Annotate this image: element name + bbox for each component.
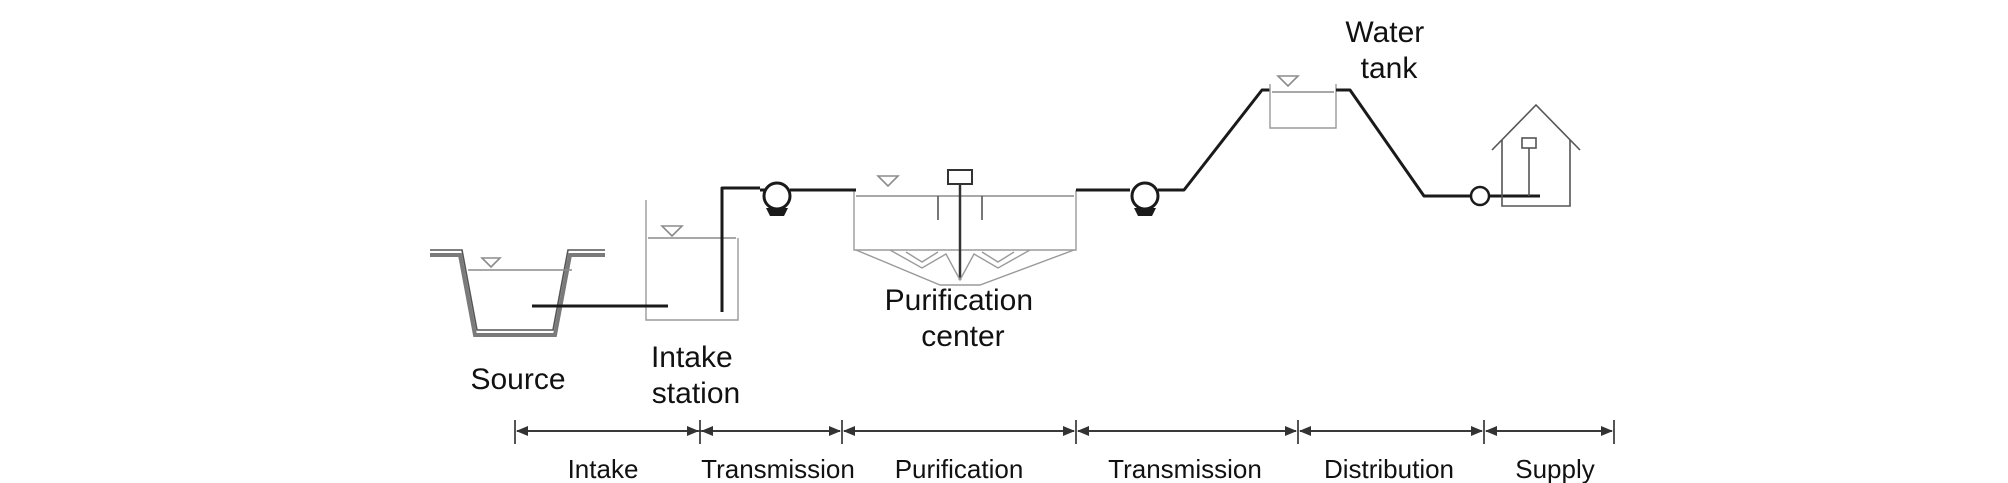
stage-label-intake: Intake xyxy=(568,454,639,483)
water-tank xyxy=(1269,75,1470,198)
label-source: Source xyxy=(470,363,565,396)
label-purification-center-line2: center xyxy=(921,320,1004,353)
label-water-tank-line2: tank xyxy=(1361,52,1419,85)
water-level-icon xyxy=(480,257,502,269)
stage-label-transmission-1: Transmission xyxy=(701,454,855,483)
water-level-icon xyxy=(876,175,900,188)
stage-label-purification: Purification xyxy=(895,454,1024,483)
stage-label-transmission-2: Transmission xyxy=(1108,454,1262,483)
pump-icon xyxy=(760,181,852,216)
label-purification-center: Purification center xyxy=(885,284,1042,353)
intake-station xyxy=(532,186,760,321)
label-intake-station-line2: station xyxy=(652,377,740,410)
supply-house xyxy=(1469,103,1581,207)
label-water-tank: Water tank xyxy=(1345,16,1432,85)
water-level-icon xyxy=(660,225,684,238)
pump-icon xyxy=(1130,88,1270,216)
label-purification-center-line1: Purification xyxy=(885,284,1033,317)
water-level-icon xyxy=(1276,75,1300,88)
house-icon xyxy=(1491,103,1581,151)
faucet-icon xyxy=(1521,137,1537,149)
purification-tank xyxy=(846,169,1130,286)
valve-icon xyxy=(1469,185,1491,207)
label-intake-station-line1: Intake xyxy=(651,341,733,374)
stage-bar: Intake Transmission Purification Transmi… xyxy=(514,420,1615,483)
stage-label-supply: Supply xyxy=(1515,454,1595,483)
stage-label-distribution: Distribution xyxy=(1324,454,1454,483)
label-water-tank-line1: Water xyxy=(1345,16,1424,49)
source-reservoir xyxy=(430,249,605,337)
label-intake-station: Intake station xyxy=(651,341,741,410)
